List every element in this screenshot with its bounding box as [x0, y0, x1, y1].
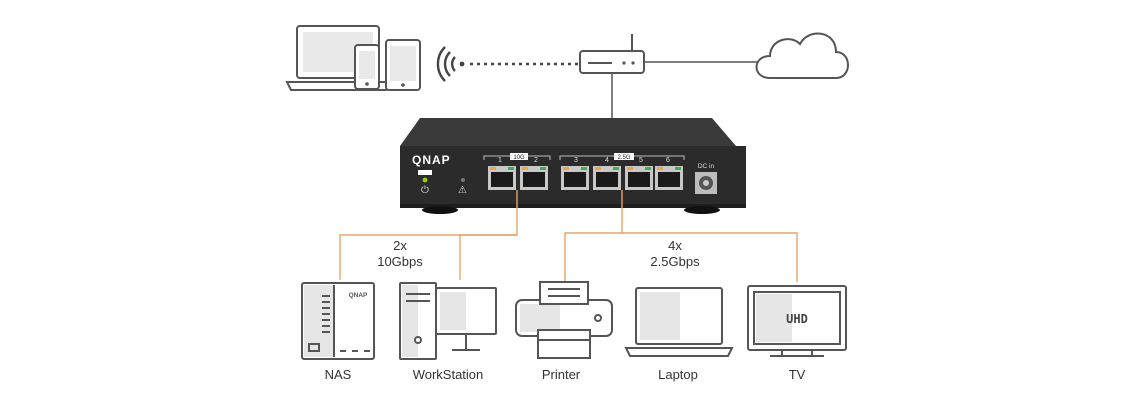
tv-screen-text: UHD [786, 312, 808, 326]
tv-link [622, 232, 798, 282]
dc-in-jack [695, 172, 717, 194]
port-number: 3 [574, 157, 578, 164]
ethernet-port-2 [520, 166, 548, 190]
port-number: 2 [534, 157, 538, 164]
ethernet-port-3 [561, 166, 589, 190]
nas-link [339, 234, 517, 280]
group-2-5g-count: 4x [668, 238, 682, 253]
group-2-5g-speed: 2.5Gbps [650, 254, 700, 269]
power-icon: ⏻ [421, 185, 429, 196]
group-10g-badge [510, 153, 528, 160]
smartphone-icon [354, 44, 380, 90]
ethernet-port-6 [655, 166, 683, 190]
model-badge [418, 170, 432, 175]
device-label-nas: NAS [324, 367, 352, 382]
status-led [461, 178, 465, 182]
group-10g-count: 2x [393, 238, 407, 253]
svg-text:QNAP: QNAP [349, 292, 368, 299]
ethernet-port-5 [625, 166, 653, 190]
printer-link [564, 190, 623, 282]
device-label-laptop: Laptop [658, 367, 698, 382]
printer-icon [515, 281, 613, 359]
warning-icon: ⚠ [458, 185, 467, 196]
group-10g-speed: 10Gbps [377, 254, 423, 269]
tablet-icon [385, 39, 421, 91]
ethernet-port-1 [488, 166, 516, 190]
router-icon [579, 34, 645, 74]
workstation-icon [399, 282, 497, 360]
device-label-tv: TV [788, 367, 806, 382]
group-2-5g-label: 2.5G [617, 155, 630, 161]
nas-icon: QNAP [301, 282, 375, 360]
cloud-icon [755, 32, 849, 79]
connector-lines [339, 190, 798, 282]
port-number: 1 [498, 157, 502, 164]
port-number: 4 [605, 157, 609, 164]
device-label-workstation: WorkStation [412, 367, 484, 382]
power-led [422, 177, 428, 183]
dc-in-label: DC in [698, 163, 715, 170]
tv-icon [747, 285, 847, 357]
group-10g-label: 10G [513, 155, 525, 161]
laptop-device-icon [624, 287, 734, 357]
port-number: 6 [666, 157, 670, 164]
port-number: 5 [639, 157, 643, 164]
brand-logo: QNAP [412, 153, 451, 167]
ethernet-port-4 [593, 166, 621, 190]
group-2-5g-badge [614, 153, 634, 160]
device-label-printer: Printer [541, 367, 581, 382]
wifi-icon [436, 46, 465, 82]
